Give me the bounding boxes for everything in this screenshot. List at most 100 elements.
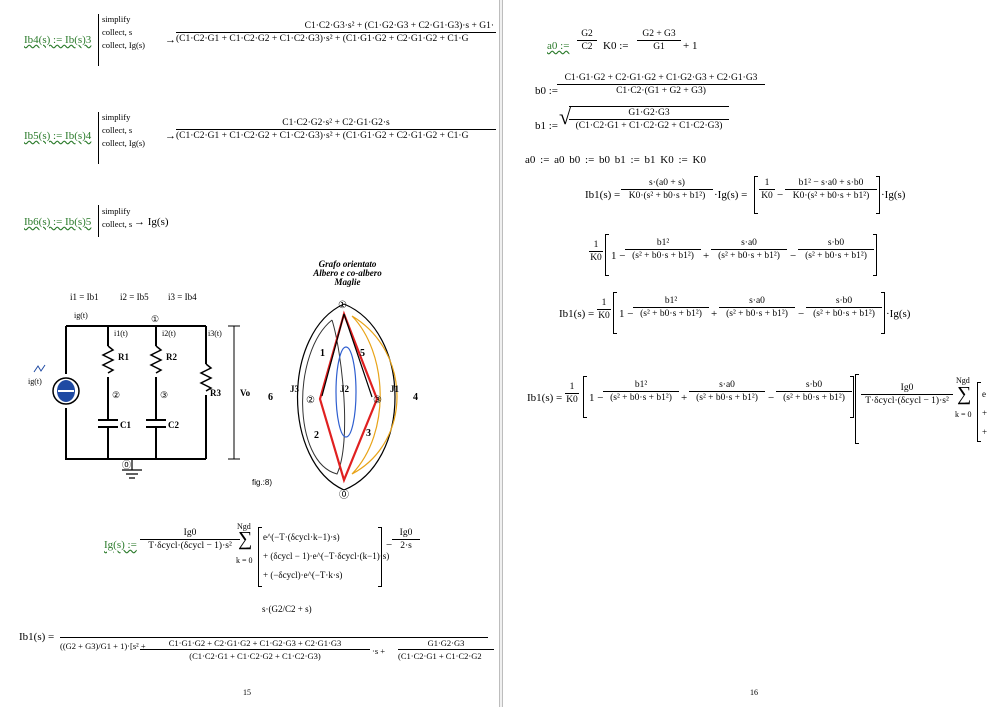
- node-2-label: ②: [112, 390, 120, 400]
- eq-d-ig-fraction: Ig0 T·δcycl·(δcycl − 1)·s²: [861, 383, 953, 406]
- arrow: →: [165, 34, 176, 46]
- numerator: Ig0: [183, 528, 197, 538]
- a0-def: a0 :=: [547, 40, 569, 52]
- eq-b-term-1: 1 −: [611, 250, 626, 262]
- denominator: (s² + b0·s + b1²): [798, 249, 874, 261]
- ib4-definition[interactable]: Ib4(s) := Ib(s)3: [24, 34, 92, 46]
- sum-upper-limit: Ngd: [237, 522, 251, 531]
- mesh-j3-label: J3: [290, 384, 300, 394]
- numerator: G2: [581, 29, 593, 39]
- ig-row-2: + (δcycl − 1)·e^(−T·δcycl·(k−1)·s): [263, 551, 390, 561]
- numerator: C1·G1·G2 + C2·G1·G2 + C1·G2·G3 + C2·G1·G…: [564, 73, 758, 83]
- keyword-bar: [98, 112, 99, 164]
- a0-definition[interactable]: a0 :=: [547, 40, 570, 52]
- eq-d-term-1: 1 −: [589, 392, 604, 404]
- eq-c-tail: ·Ig(s): [886, 308, 911, 320]
- sum-symbol: ∑: [238, 528, 253, 550]
- keyword-collect-ig: collect, Ig(s): [102, 138, 145, 148]
- ib6-definition[interactable]: Ib6(s) := Ib(s)5: [24, 216, 92, 228]
- bracket-left: [754, 176, 758, 214]
- numerator: G1·G2·G3: [628, 108, 670, 118]
- arrow: →: [165, 130, 176, 142]
- minus-sign: −: [790, 250, 797, 262]
- numerator: 1: [569, 382, 575, 392]
- eq-d-row-3: +: [982, 427, 988, 437]
- eq-b-fraction-3: s·b0 (s² + b0·s + b1²): [798, 238, 874, 261]
- sqrt-symbol: √: [559, 104, 572, 129]
- numerator: G1·G2·G3: [427, 638, 465, 648]
- numerator: s·a0: [749, 296, 765, 306]
- keyword-list: simplify collect, s collect, Ig(s): [102, 111, 145, 150]
- bracket-left: [613, 292, 617, 334]
- r2-label: R2: [166, 352, 177, 362]
- graph-node-0: ⓪: [339, 489, 349, 501]
- a0-fraction: G2 C2: [577, 29, 597, 52]
- keyword-simplify: simplify: [102, 14, 131, 24]
- denominator: K0: [759, 189, 775, 201]
- eq-ib5-fraction: C1·C2·G2·s² + C2·G1·G2·s (C1·C2·G1 + C1·…: [176, 118, 496, 141]
- eq-ib5-lhs: Ib5(s) := Ib(s)4: [24, 130, 91, 142]
- node-0-label: ⓪: [122, 460, 131, 470]
- numerator: b1² − s·a0 + s·b0: [798, 178, 864, 188]
- keyword-collect-s: collect, s: [102, 125, 133, 135]
- ib1-den-fraction-1: C1·G1·G2 + C2·G1·G2 + C1·G2·G3 + C2·G1·G…: [140, 638, 370, 661]
- eq-d-row-1: e: [982, 389, 986, 399]
- page-number-15: 15: [243, 688, 251, 697]
- ib1-den-part-a: ((G2 + G3)/G1 + 1)·[s² +: [60, 641, 146, 651]
- circuit-diagram: ① ② ③ ⓪ ig(t) ig(t) i1(t) i2(t) i3(t) R1…: [28, 311, 251, 479]
- bracket-right: [873, 234, 877, 276]
- denominator: (s² + b0·s + b1²): [633, 307, 709, 319]
- keyword-bar: [98, 205, 99, 237]
- numerator: s·b0: [835, 296, 853, 306]
- numerator: s·(a0 + s): [649, 178, 685, 188]
- numerator: s·b0: [827, 238, 845, 248]
- figure-caption: fig.:8): [252, 478, 273, 487]
- ig-definition[interactable]: Ig(s) :=: [104, 539, 137, 551]
- plus-sign: +: [703, 250, 710, 262]
- denominator: (s² + b0·s + b1²): [625, 249, 701, 261]
- eq-b-fraction-2: s·a0 (s² + b0·s + b1²): [711, 238, 787, 261]
- eq-ib4-fraction: C1·C2·G3·s² + (C1·G2·G3 + C2·G1·G3)·s + …: [176, 21, 496, 44]
- denominator: (s² + b0·s + b1²): [603, 391, 679, 403]
- denominator: (C1·C2·G1 + C1·C2·G2 + C1·C2·G3): [140, 649, 370, 661]
- ib5-definition[interactable]: Ib5(s) := Ib(s)4: [24, 130, 92, 142]
- graph-title-line-2: Albero e co-albero: [313, 268, 382, 278]
- eq-c-lhs: Ib1(s) =: [559, 308, 595, 320]
- mesh-j2-label: J2: [340, 384, 350, 394]
- relation-i1: i1 = Ib1: [70, 292, 99, 302]
- plus-sign: +: [681, 392, 688, 404]
- graph-title: Grafo orientato Albero e co-albero Magli…: [300, 260, 395, 287]
- relation-i2: i2 = Ib5: [120, 292, 149, 302]
- keyword-simplify: simplify: [102, 112, 131, 122]
- sum-lower-limit: k = 0: [236, 556, 253, 565]
- eq-a-lhs: Ib1(s) =: [585, 189, 621, 201]
- edge-1-label: 1: [320, 348, 325, 359]
- eq-c-fraction-2: s·a0 (s² + b0·s + b1²): [719, 296, 795, 319]
- parameter-assignments: a0 := a0 b0 := b0 b1 := b1 K0 := K0: [525, 154, 706, 166]
- denominator: G1: [637, 40, 681, 52]
- eq-d-row-2: +: [982, 408, 988, 418]
- eq-a-middle: ·Ig(s) =: [714, 189, 748, 201]
- keyword-collect-ig: collect, Ig(s): [102, 40, 145, 50]
- keyword-collect-s: collect, s: [102, 219, 133, 229]
- relation-i3: i3 = Ib4: [168, 292, 197, 302]
- eq-a-inner-fraction-1: 1 K0: [759, 178, 775, 201]
- keyword-list: simplify collect, s collect, Ig(s): [102, 13, 145, 52]
- eq-d-fraction-1: b1² (s² + b0·s + b1²): [603, 380, 679, 403]
- denominator: K0: [565, 393, 579, 405]
- numerator: C1·C2·G2·s² + C2·G1·G2·s: [282, 118, 390, 128]
- edge-6-label: 6: [268, 392, 273, 403]
- denominator: K0·(s² + b0·s + b1²): [785, 189, 877, 201]
- ig-current-label: ig(t): [74, 311, 88, 320]
- ib1-den-fraction-2: G1·G2·G3 (C1·C2·G1 + C1·C2·G2: [398, 638, 494, 661]
- eq-ib6-result: → Ig(s): [134, 216, 169, 228]
- bracket-right: [850, 376, 854, 418]
- numerator: b1²: [656, 238, 670, 248]
- page-16: a0 := G2 C2 K0 := G2 + G3 G1 + 1 b0 := C…: [503, 0, 999, 707]
- minus-sign: −: [798, 308, 805, 320]
- mesh-j1-label: J1: [390, 384, 400, 394]
- source-label: ig(t): [28, 377, 42, 386]
- plus-sign: +: [711, 308, 718, 320]
- numerator: b1²: [664, 296, 678, 306]
- i2-label: i2(t): [162, 329, 176, 338]
